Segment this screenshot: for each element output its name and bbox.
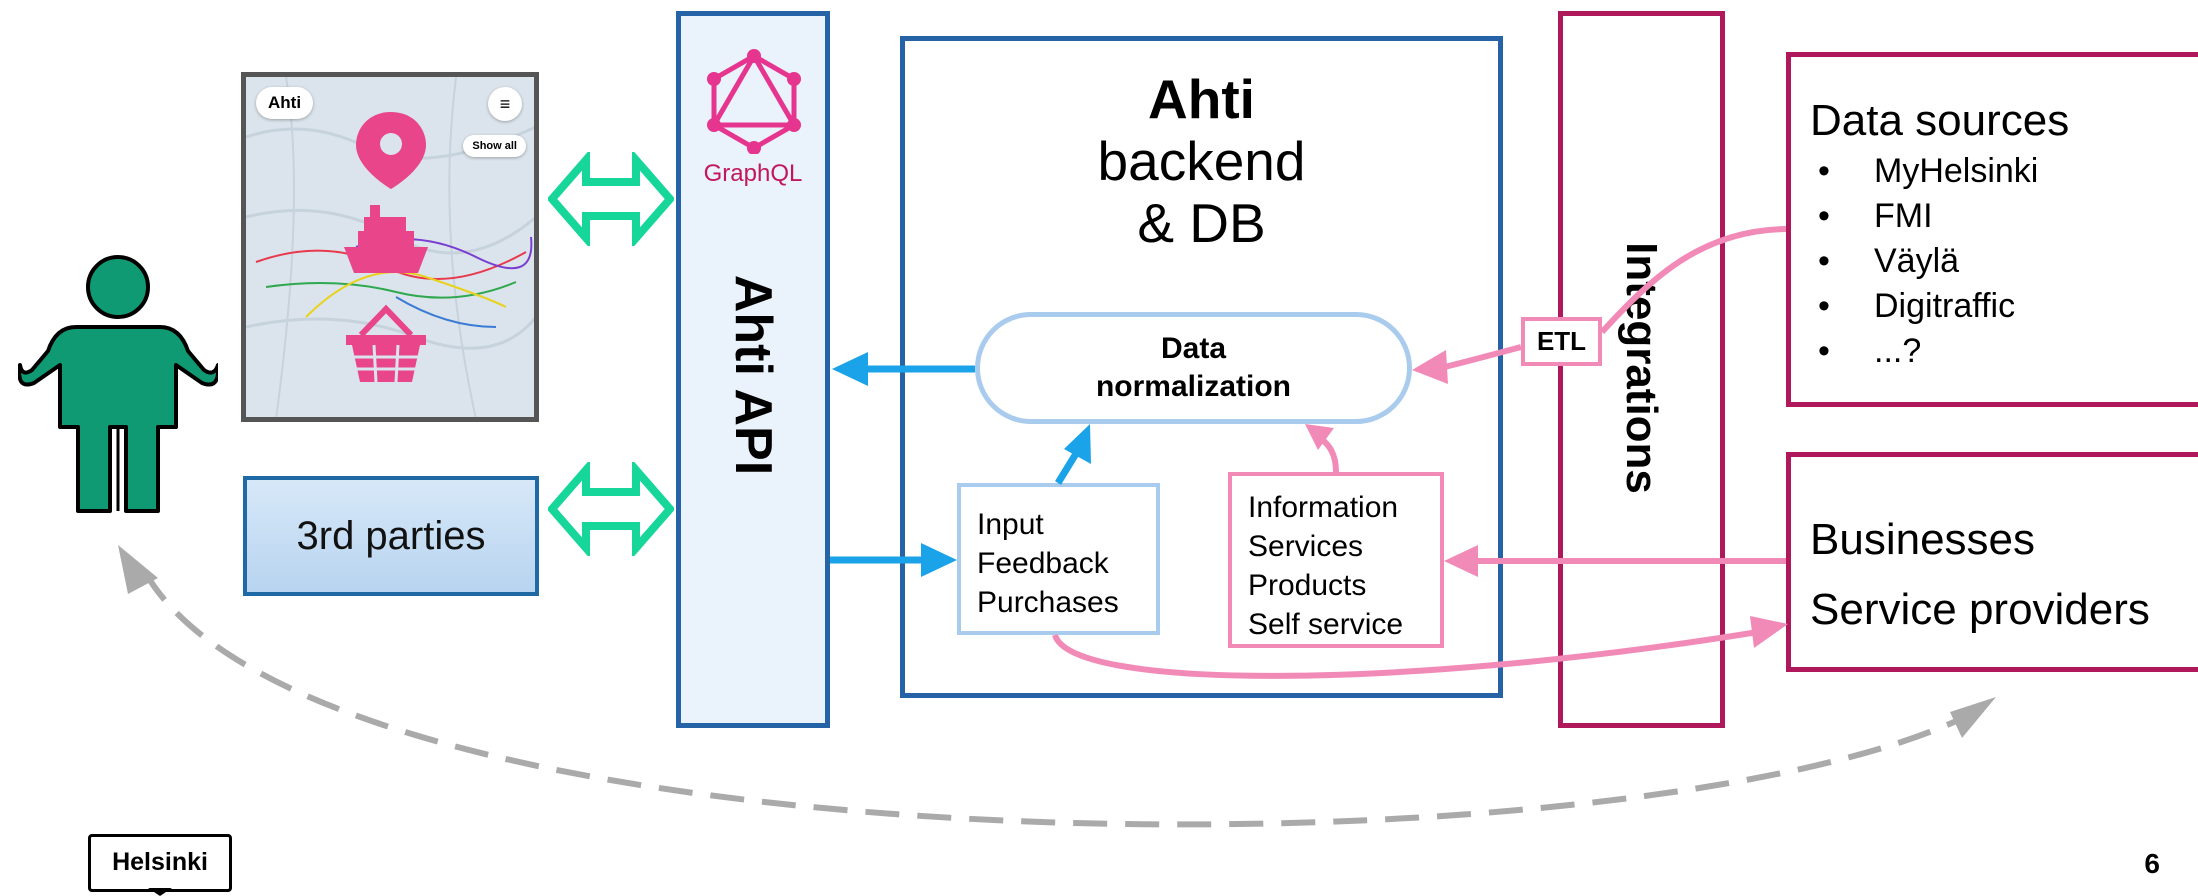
double-arrow-icon [548, 462, 674, 556]
hamburger-menu-icon[interactable]: ≡ [488, 87, 522, 121]
normalization-line1: Data [1160, 332, 1227, 365]
data-source-item: Väylä [1810, 239, 2198, 284]
arrow-input-to-business [1052, 629, 1759, 679]
app-title-pill[interactable]: Ahti [256, 87, 314, 119]
businesses-box: Businesses Service providers [1786, 452, 2198, 672]
mobile-app-screenshot: Ahti ≡ Show all [241, 72, 539, 422]
info-item: Information [1248, 491, 1399, 524]
route-line [395, 296, 497, 328]
arrowhead-pink [1750, 616, 1788, 648]
double-arrow-icon [548, 152, 674, 246]
arrowhead-blue [832, 352, 868, 386]
data-sources-list: MyHelsinki FMI Väylä Digitraffic ...? [1810, 149, 2198, 374]
basket-icon [346, 304, 426, 383]
map-background [246, 77, 534, 417]
ahti-api-box [676, 11, 830, 728]
backend-title-line3: & DB [1137, 192, 1266, 254]
arrow-input-to-normalization [1055, 450, 1080, 485]
info-item: Products [1248, 569, 1367, 602]
data-source-item: MyHelsinki [1810, 149, 2198, 194]
arrow-etl-to-normalization [1439, 344, 1522, 371]
data-sources-title: Data sources [1810, 96, 2070, 145]
arrowhead-blue [921, 543, 957, 577]
graphql-logo-icon [707, 49, 801, 154]
user-person-icon [18, 255, 218, 513]
dashed-arrowhead-left [118, 545, 158, 594]
arrow-datasources-to-etl [1599, 226, 1787, 335]
input-item: Purchases [977, 586, 1119, 619]
data-sources-box: Data sources MyHelsinki FMI Väylä Digitr… [1786, 52, 2198, 407]
etl-label: ETL [1521, 317, 1602, 366]
backend-title-line2: backend [1097, 130, 1306, 192]
businesses-label: Businesses [1810, 515, 2036, 564]
backend-title: Ahti backend & DB [900, 68, 1503, 254]
show-all-button[interactable]: Show all [463, 135, 526, 157]
dashed-arrowhead-right [1950, 697, 1996, 738]
third-parties-box: 3rd parties [243, 476, 539, 596]
information-services-box: Information Services Products Self servi… [1228, 472, 1444, 648]
info-item: Self service [1248, 608, 1404, 641]
arrowhead-pink [1305, 424, 1334, 450]
third-parties-label: 3rd parties [296, 513, 486, 558]
graphql-label: GraphQL [703, 160, 803, 187]
data-normalization-box: Data normalization [975, 312, 1412, 424]
service-providers-label: Service providers [1810, 585, 2150, 634]
route-line [265, 281, 517, 299]
input-item: Input [977, 508, 1044, 541]
dashed-feedback-loop [142, 570, 1977, 828]
integrations-box [1558, 11, 1725, 728]
ship-icon [344, 205, 428, 273]
input-item: Feedback [977, 547, 1109, 580]
normalization-line2: normalization [1095, 370, 1291, 403]
arrowhead-pink [1412, 350, 1448, 384]
location-pin-icon [356, 112, 426, 189]
data-source-item: FMI [1810, 194, 2198, 239]
info-item: Services [1248, 530, 1364, 563]
data-source-item: Digitraffic [1810, 284, 2198, 329]
helsinki-logo: Helsinki [88, 834, 232, 892]
logo-notch [148, 888, 172, 896]
arrowhead-blue [1064, 424, 1091, 464]
page-number: 6 [2144, 848, 2160, 879]
data-source-item: ...? [1810, 329, 2198, 374]
arrowhead-pink [1444, 545, 1478, 577]
input-feedback-box: Input Feedback Purchases [957, 483, 1160, 635]
route-line [305, 271, 507, 318]
backend-title-name: Ahti [1148, 68, 1255, 130]
